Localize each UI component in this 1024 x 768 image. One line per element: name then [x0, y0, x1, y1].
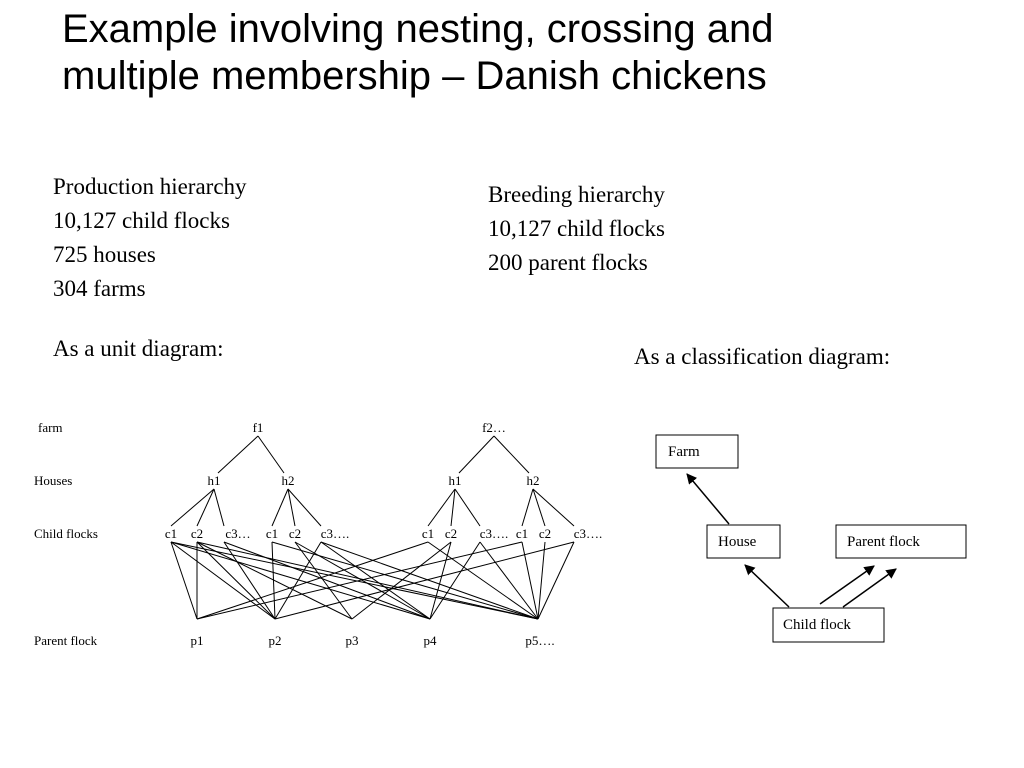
farm-box-label: Farm	[668, 444, 700, 460]
parent-flock-box-label: Parent flock	[847, 534, 920, 550]
parent-flock-node: p5….	[525, 633, 554, 648]
breeding-line: 200 parent flocks	[488, 250, 648, 275]
farm-house-edge	[217, 435, 259, 474]
child-parent-edge	[196, 541, 539, 620]
child-flock-node: c2	[445, 526, 457, 541]
child-flock-node: c3…	[225, 526, 250, 541]
child-flock-node: c2	[191, 526, 203, 541]
house-child-edge	[427, 488, 456, 527]
farm-house-edge	[493, 435, 530, 474]
production-heading: Production hierarchy	[53, 174, 247, 199]
child-flock-box: Child flock	[772, 607, 885, 643]
arrow-child-to-parent-flock	[842, 568, 897, 608]
parent-flock-node: p4	[424, 633, 438, 648]
parent-flock-node: p1	[191, 633, 204, 648]
house-child-edge	[170, 488, 215, 527]
child-flock-node: c1	[516, 526, 528, 541]
unit-diagram-caption: As a unit diagram:	[53, 336, 224, 361]
house-node: h2	[527, 473, 540, 488]
child-parent-edge	[351, 541, 452, 620]
row-label-farm: farm	[38, 420, 63, 435]
production-line: 304 farms	[53, 276, 146, 301]
arrow-house-to-farm	[686, 473, 730, 525]
farm-node: f2…	[482, 420, 506, 435]
house-node: h1	[208, 473, 221, 488]
unit-diagram: farm Houses Child flocks Parent flock f1…	[34, 420, 603, 648]
child-parent-edge	[223, 541, 276, 620]
house-node: h1	[449, 473, 462, 488]
farm-house-edge	[458, 435, 495, 474]
slide-title: Example involving nesting, crossing and …	[62, 6, 962, 100]
child-parent-edge	[170, 541, 431, 620]
child-parent-edge	[271, 541, 539, 620]
farm-box: Farm	[655, 434, 739, 469]
child-parent-edge	[320, 541, 539, 620]
classification-diagram: Farm House Parent flock Child flock	[655, 434, 967, 643]
house-child-edge	[287, 488, 322, 527]
child-flock-box-label: Child flock	[783, 617, 851, 633]
house-child-edge	[213, 488, 225, 527]
child-parent-edge	[274, 541, 322, 620]
child-parent-edge	[170, 541, 276, 620]
house-child-edge	[532, 488, 575, 527]
child-flock-node: c1	[266, 526, 278, 541]
house-child-edge	[454, 488, 481, 527]
house-child-edge	[271, 488, 289, 527]
child-parent-edge	[537, 541, 575, 620]
row-label-houses: Houses	[34, 473, 72, 488]
breeding-heading: Breeding hierarchy	[488, 182, 665, 207]
child-parent-edge	[320, 541, 431, 620]
farm-node: f1	[253, 420, 264, 435]
slide-title-line-2: multiple membership – Danish chickens	[62, 54, 767, 98]
child-flock-node: c1	[422, 526, 434, 541]
child-flock-node: c3….	[574, 526, 603, 541]
child-parent-edge	[170, 541, 198, 620]
child-parent-edge	[479, 541, 539, 620]
child-flock-node: c3….	[480, 526, 509, 541]
child-parent-edge	[223, 541, 431, 620]
child-parent-edge	[196, 541, 523, 620]
house-child-edge	[196, 488, 215, 527]
production-line: 10,127 child flocks	[53, 208, 230, 233]
house-node: h2	[282, 473, 295, 488]
child-parent-edge	[196, 541, 429, 620]
classification-diagram-caption: As a classification diagram:	[634, 344, 891, 369]
parent-flock-node: p3	[346, 633, 359, 648]
farm-house-edge	[257, 435, 285, 474]
house-child-edge	[521, 488, 534, 527]
row-label-parent-flock: Parent flock	[34, 633, 98, 648]
child-parent-edge	[427, 541, 539, 620]
child-parent-edge	[537, 541, 546, 620]
arrow-child-to-parent-flock	[819, 565, 875, 605]
production-hierarchy-block: Production hierarchy 10,127 child flocks…	[53, 170, 247, 306]
house-child-edge	[287, 488, 296, 527]
child-parent-edge	[429, 541, 481, 620]
child-parent-edge	[274, 541, 575, 620]
row-label-child-flocks: Child flocks	[34, 526, 98, 541]
house-box: House	[706, 524, 781, 559]
house-box-label: House	[718, 534, 757, 550]
child-parent-edge	[271, 541, 276, 620]
child-flock-node: c2	[539, 526, 551, 541]
child-parent-edge	[196, 541, 276, 620]
production-line: 725 houses	[53, 242, 156, 267]
house-child-edge	[532, 488, 546, 527]
slide-title-line-1: Example involving nesting, crossing and	[62, 7, 774, 51]
child-parent-edge	[429, 541, 452, 620]
child-flock-node: c3….	[321, 526, 350, 541]
child-flock-node: c2	[289, 526, 301, 541]
breeding-hierarchy-block: Breeding hierarchy 10,127 child flocks 2…	[488, 178, 665, 280]
child-flock-node: c1	[165, 526, 177, 541]
arrow-child-to-house	[744, 564, 790, 608]
child-parent-edge	[294, 541, 353, 620]
parent-flock-box: Parent flock	[835, 524, 967, 559]
parent-flock-node: p2	[269, 633, 282, 648]
breeding-line: 10,127 child flocks	[488, 216, 665, 241]
house-child-edge	[450, 488, 456, 527]
child-parent-edge	[294, 541, 431, 620]
